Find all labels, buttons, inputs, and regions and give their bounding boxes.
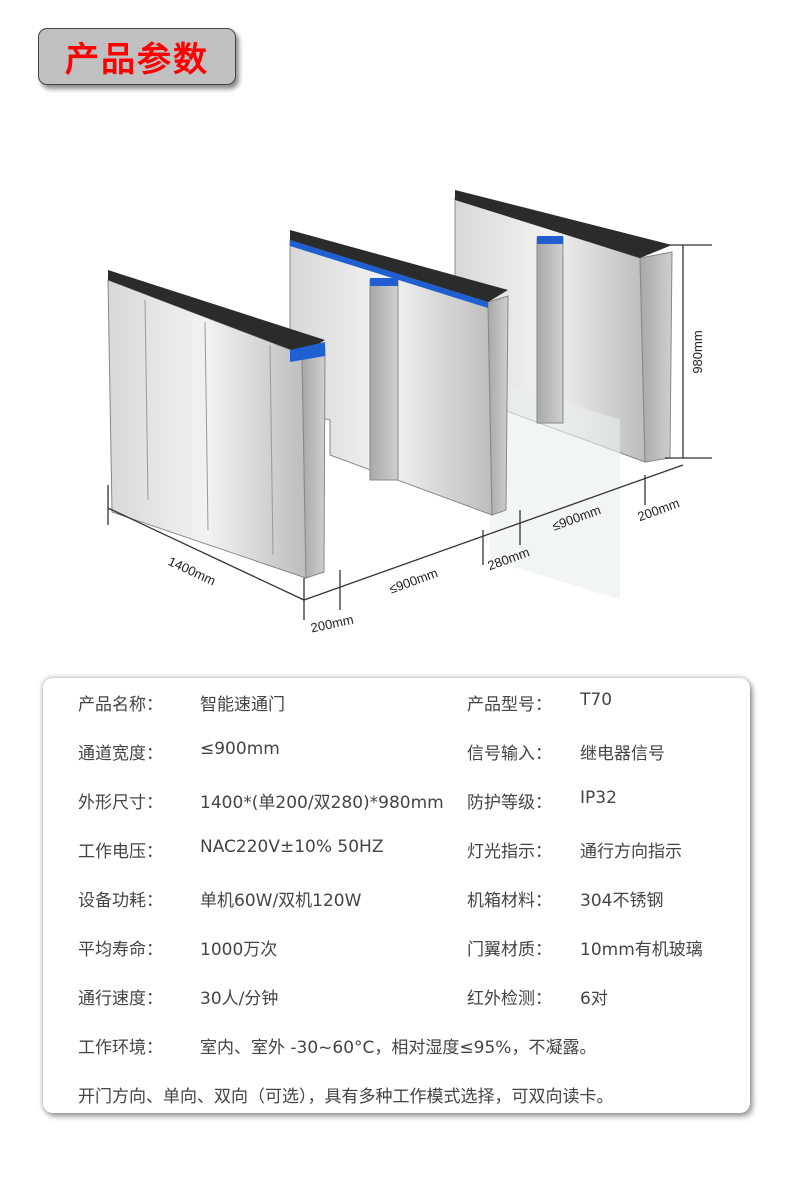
spec-row: 通行速度： 30人/分钟 红外检测： 6对 [43,984,750,1009]
spec-label: 门翼材质： [467,940,552,960]
spec-label: 设备功耗： [78,891,163,911]
spec-row: 平均寿命： 1000万次 门翼材质： 10mm有机玻璃 [43,935,750,960]
section-title-badge: 产品参数 [38,28,236,85]
spec-value: 单机60W/双机120W [200,891,362,911]
spec-label: 外形尺寸： [78,793,163,813]
spec-label: 通道宽度： [78,744,163,764]
height-dimension: 980mm [690,330,705,373]
section-title: 产品参数 [65,40,209,80]
middle-cabinet [289,230,509,516]
spec-value: 304不锈钢 [580,891,664,911]
dimension-lines [107,244,712,620]
spec-value: 1400*(单200/双280)*980mm [200,793,444,813]
spec-label: 工作环境： [78,1038,163,1058]
spec-note-text: 开门方向、单向、双向（可选），具有多种工作模式选择，可双向读卡。 [78,1087,614,1107]
spec-value: 智能速通门 [200,695,285,715]
spec-value: 通行方向指示 [580,842,682,862]
spec-table: 产品名称： 智能速通门 产品型号： T70 通道宽度： ≤900mm 信号输入：… [43,678,750,1113]
spec-label: 信号输入： [467,744,552,764]
spec-row: 设备功耗： 单机60W/双机120W 机箱材料： 304不锈钢 [43,886,750,911]
spec-label: 产品型号： [467,695,552,715]
front-single-dimension: 200mm [309,612,355,636]
spec-row: 外形尺寸： 1400*(单200/双280)*980mm 防护等级： IP32 [43,788,750,813]
spec-label: 产品名称： [78,695,163,715]
spec-value: T70 [580,690,613,710]
length-dimension: 1400mm [166,553,218,588]
spec-value: 室内、室外 -30~60°C，相对湿度≤95%，不凝露。 [200,1038,597,1058]
spec-note: 开门方向、单向、双向（可选），具有多种工作模式选择，可双向读卡。 [43,1082,750,1107]
spec-value: IP32 [580,788,617,808]
spec-row-environment: 工作环境： 室内、室外 -30~60°C，相对湿度≤95%，不凝露。 [43,1033,750,1058]
spec-label: 机箱材料： [467,891,552,911]
back-single-dimension: 200mm [636,495,682,524]
spec-row: 工作电压： NAC220V±10% 50HZ 灯光指示： 通行方向指示 [43,837,750,862]
spec-label: 平均寿命： [78,940,163,960]
spec-value: 30人/分钟 [200,989,279,1009]
spec-label: 工作电压： [78,842,163,862]
spec-value: ≤900mm [200,739,280,759]
spec-label: 防护等级： [467,793,552,813]
spec-label: 通行速度： [78,989,163,1009]
spec-row: 通道宽度： ≤900mm 信号输入： 继电器信号 [43,739,750,764]
spec-label: 红外检测： [467,989,552,1009]
spec-value: NAC220V±10% 50HZ [200,837,384,857]
spec-value: 6对 [580,989,608,1009]
spec-row: 产品名称： 智能速通门 产品型号： T70 [43,690,750,715]
left-cabinet [107,270,326,579]
spec-value: 10mm有机玻璃 [580,940,703,960]
product-diagram: 980mm 1400mm ≤900mm 200mm 280mm ≤900mm 2… [107,190,712,636]
spec-label: 灯光指示： [467,842,552,862]
spec-value: 继电器信号 [580,744,665,764]
spec-value: 1000万次 [200,940,278,960]
front-width-dimension: ≤900mm [387,565,440,596]
